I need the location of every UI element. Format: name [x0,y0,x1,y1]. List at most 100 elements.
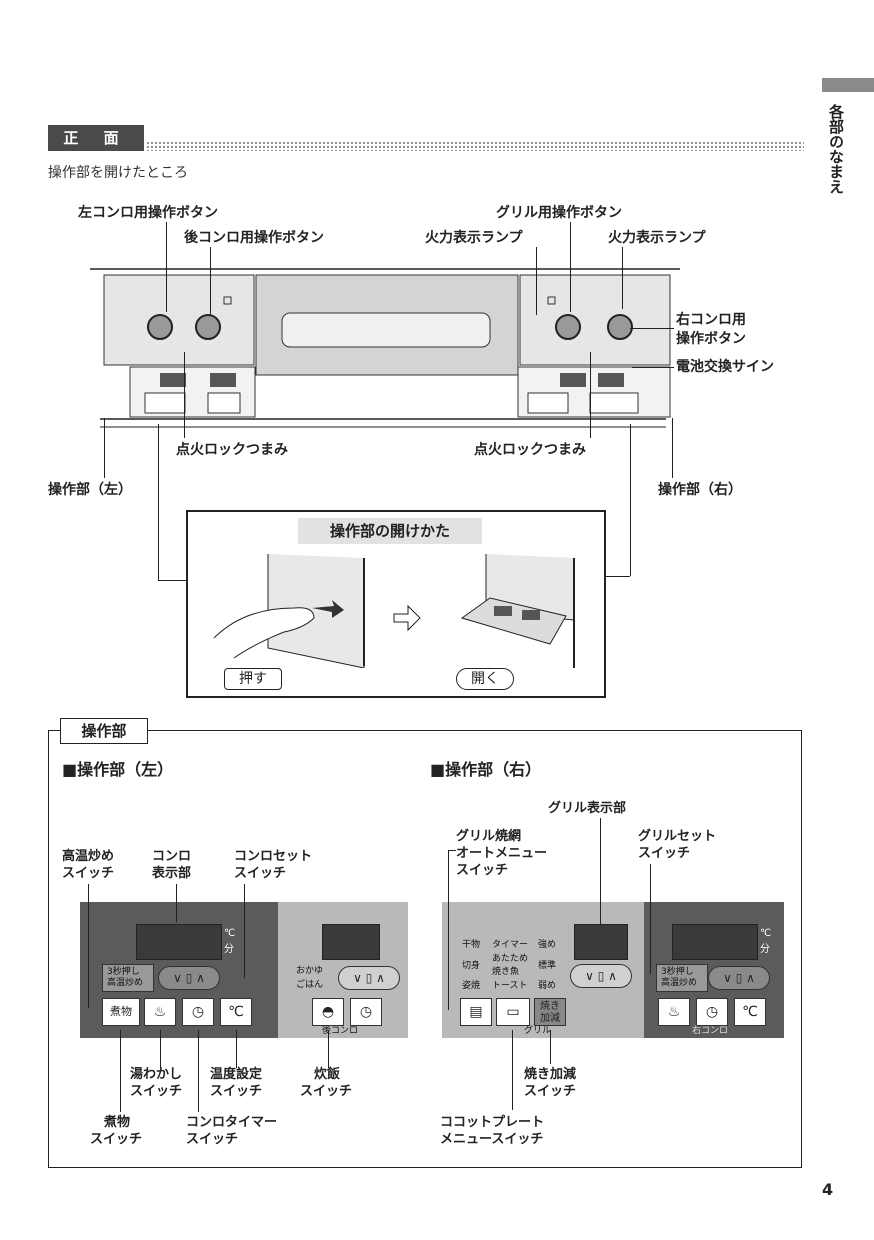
leader-line [160,1030,161,1068]
level-standard: 標準 [538,961,557,971]
right-celsius-button[interactable]: ℃ [734,998,766,1026]
label-grill-set-1: グリルセット [638,829,717,844]
label-left-knob: 左コンロ用操作ボタン [78,205,218,221]
section-tag: 正 面 [48,125,144,151]
right-hold3-label: 3秒押し [661,967,694,977]
rice-display [322,924,380,960]
right-timer-icon[interactable]: ◷ [696,998,728,1026]
menu-sugatayaki: 姿焼 [462,981,481,991]
label-flame-lamp-right: 火力表示ランプ [608,230,706,246]
label-konro-set-1: コンロセット [234,849,313,864]
label-konro-disp-1: コンロ [152,849,192,864]
rice-up-down-button[interactable]: ∨ ▯ ∧ [338,966,400,990]
right-high-temp-button[interactable]: 3秒押し 高温炒め [656,964,708,992]
yakikagen-line2: 加減 [540,1013,560,1024]
right-konro-up-down-button[interactable]: ∨ ▯ ∧ [708,966,770,990]
label-ondo-1: 温度設定 [210,1067,263,1082]
leader-line [184,352,185,438]
open-label: 開く [456,668,514,690]
leader-line [622,247,623,309]
label-nimono-1: 煮物 [104,1115,131,1130]
okayu-label: おかゆ [296,966,324,976]
label-rear-knob: 後コンロ用操作ボタン [184,230,324,246]
high-temp-button[interactable]: 3秒押し 高温炒め [102,964,154,992]
leader-line [632,367,674,368]
left-heading: ■操作部（左） [62,760,174,779]
right-high-temp-label: 高温炒め [661,978,698,988]
nimono-button[interactable]: 煮物 [102,998,140,1026]
label-high-temp-2: スイッチ [62,866,115,881]
grill-display [574,924,628,960]
right-unit-minutes: 分 [760,944,770,955]
section-subtitle: 操作部を開けたところ [48,165,188,181]
section-divider [146,141,804,151]
label-high-temp-1: 高温炒め [62,849,115,864]
leader-line [512,1030,513,1110]
right-unit-celsius: ℃ [760,928,772,939]
level-weak: 弱め [538,981,557,991]
label-panel-left: 操作部（左） [48,482,132,498]
grill-small-label: グリル [524,1026,552,1036]
leader-line [158,424,159,580]
leader-line [166,222,167,312]
label-lock-left: 点火ロックつまみ [176,442,288,458]
leader-line [198,1030,199,1112]
label-grill-set-2: スイッチ [638,846,691,861]
label-right-knob-1: 右コンロ用 [676,312,746,328]
label-panel-right: 操作部（右） [658,482,742,498]
menu-atatame: あたため [492,954,529,964]
label-grill-auto-2: オートメニュー [456,846,548,861]
kettle-icon[interactable]: ♨ [144,998,176,1026]
hold3-label: 3秒押し [107,967,140,977]
howto-box: 操作部の開けかた 押す 開く [186,510,606,698]
rice-pot-icon[interactable]: ◓ [312,998,344,1026]
leader-line [236,1030,237,1068]
grill-up-down-button[interactable]: ∨ ▯ ∧ [570,964,632,988]
right-kettle-icon[interactable]: ♨ [658,998,690,1026]
rice-timer-icon[interactable]: ◷ [350,998,382,1026]
label-yaki-kagen-2: スイッチ [524,1084,577,1099]
label-konro-set-2: スイッチ [234,866,287,881]
leader-line [176,884,177,922]
label-flame-lamp-left: 火力表示ランプ [425,230,523,246]
unit-minutes: 分 [224,944,234,955]
gohan-label: ごはん [296,980,324,990]
level-strong: 強め [538,940,557,950]
konro-display [136,924,222,960]
stove-front-illustration [90,268,680,428]
push-label: 押す [224,668,282,690]
label-konro-disp-2: 表示部 [152,866,192,881]
konro-up-down-button[interactable]: ∨ ▯ ∧ [158,966,220,990]
grill-menu-icon[interactable]: ▤ [460,998,492,1026]
leader-line [448,850,449,1010]
cocotte-icon[interactable]: ▭ [496,998,530,1026]
menu-toast: トースト [492,981,528,991]
label-grill-auto-3: スイッチ [456,863,509,878]
page-number: 4 [822,1180,834,1199]
leader-line [570,222,571,312]
sidebar-tab [822,78,874,92]
leader-line [120,1030,121,1112]
label-nimono-2: スイッチ [90,1132,143,1147]
label-yuwakashi-1: 湯わかし [130,1067,183,1082]
label-ondo-2: スイッチ [210,1084,263,1099]
leader-line [104,418,105,478]
leader-line [244,884,245,978]
label-suihan-1: 炊飯 [314,1067,341,1082]
leader-line [590,352,591,438]
leader-line [650,864,651,974]
celsius-button[interactable]: ℃ [220,998,252,1026]
yakikagen-line1: 焼き [540,1001,560,1012]
leader-line [88,884,89,1008]
leader-line [158,580,188,581]
yakikagen-button[interactable]: 焼き 加減 [534,998,566,1026]
leader-line [448,850,456,851]
leader-line [630,424,631,576]
panel-section-tag: 操作部 [60,718,148,744]
leader-line [536,247,537,315]
menu-yakizakana: 焼き魚 [492,967,520,977]
timer-icon[interactable]: ◷ [182,998,214,1026]
leader-line [672,418,673,478]
right-konro-label: 右コンロ [692,1026,729,1036]
label-grill-display: グリル表示部 [548,801,627,816]
